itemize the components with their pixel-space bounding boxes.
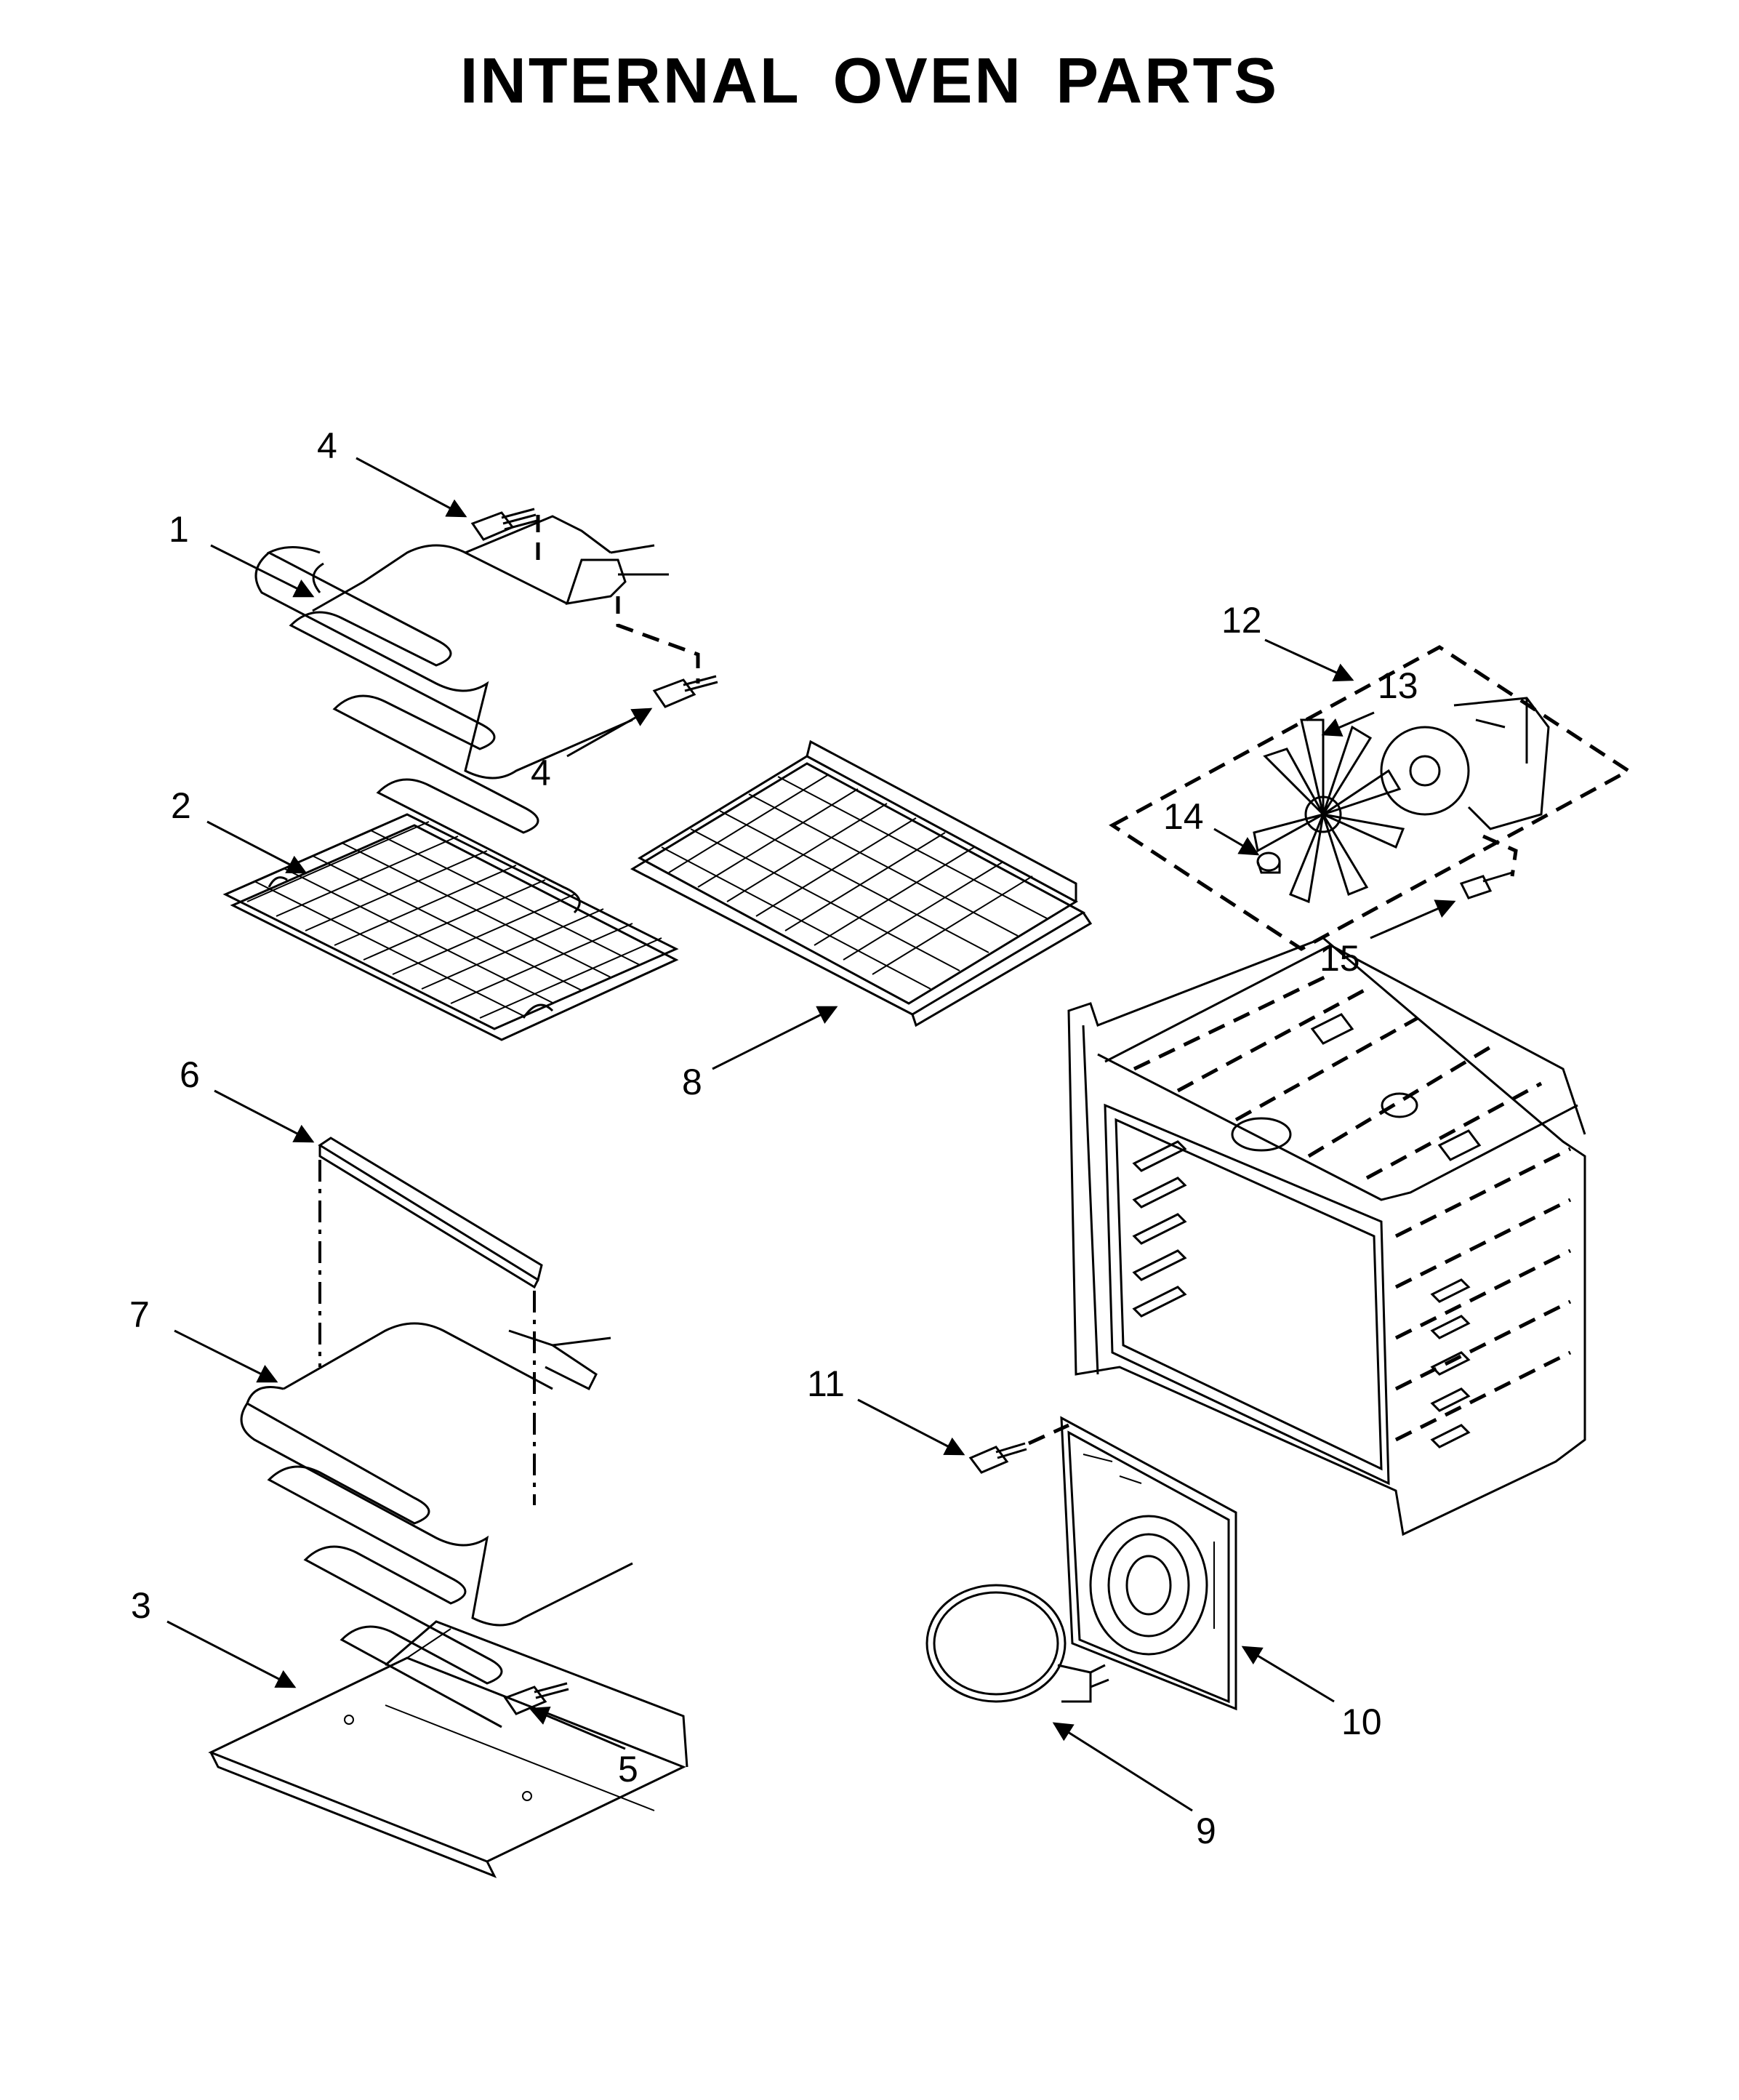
screw-bottom-panel — [503, 1682, 569, 1715]
callout-7: 7 — [129, 1294, 150, 1335]
screw-top — [470, 508, 538, 541]
callout-9: 9 — [1196, 1811, 1216, 1851]
fan-nut — [1256, 851, 1281, 874]
convection-fan-assembly — [1109, 645, 1632, 951]
callout-12: 12 — [1221, 600, 1262, 641]
oven-rack — [222, 813, 679, 1041]
fan-cover-panel — [1060, 1416, 1237, 1711]
screw-bottom — [652, 675, 718, 708]
callout-8: 8 — [682, 1062, 702, 1102]
fan-blade — [1253, 718, 1405, 904]
diagram-title: INTERNAL OVEN PARTS — [459, 44, 1280, 116]
callout-14: 14 — [1163, 796, 1204, 837]
bake-element — [240, 1322, 633, 1728]
callout-labels: 1 4 4 2 8 6 7 3 5 9 10 11 12 13 14 15 — [129, 425, 1418, 1851]
sliding-rack — [630, 740, 1093, 1027]
callout-13: 13 — [1378, 665, 1418, 706]
callout-4-bottom: 4 — [531, 753, 551, 793]
callout-5: 5 — [618, 1749, 638, 1790]
oven-cavity — [1067, 937, 1586, 1536]
callout-6: 6 — [180, 1054, 200, 1095]
fan-screw — [1459, 871, 1513, 899]
fan-motor — [1380, 697, 1550, 830]
reflector-strip — [318, 1137, 543, 1505]
screw-cover — [968, 1423, 1070, 1474]
callout-15: 15 — [1320, 938, 1360, 979]
callout-10: 10 — [1341, 1702, 1382, 1742]
callout-3: 3 — [131, 1585, 151, 1626]
leader-lines — [166, 457, 1456, 1812]
callout-4-top: 4 — [317, 425, 337, 466]
callout-1: 1 — [169, 509, 189, 550]
callout-2: 2 — [171, 785, 191, 826]
broil-element — [254, 509, 700, 914]
oven-bottom-panel — [208, 1620, 688, 1878]
callout-11: 11 — [807, 1363, 845, 1404]
convection-element — [925, 1584, 1109, 1703]
